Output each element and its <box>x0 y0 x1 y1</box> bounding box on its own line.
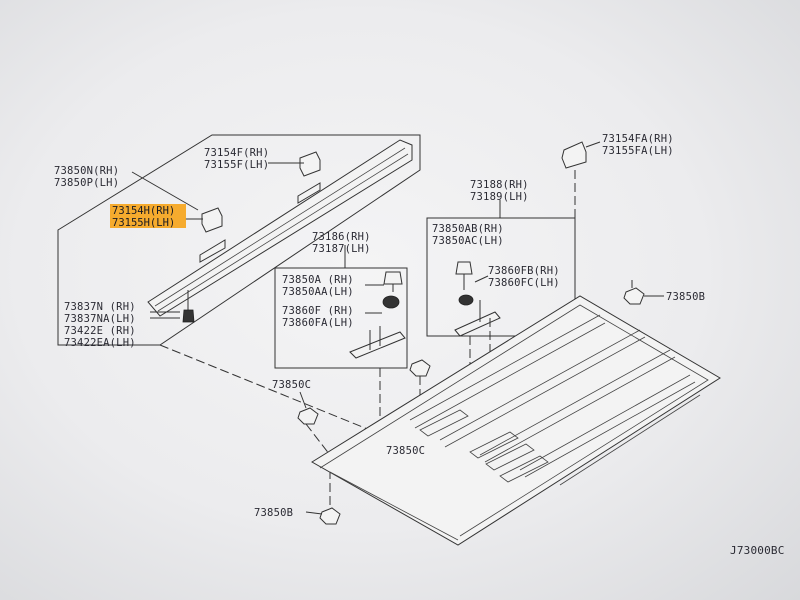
label-73189: 73189(LH) <box>470 191 529 203</box>
label-73187: 73187(LH) <box>312 243 371 255</box>
nut-73850B-right <box>623 287 645 305</box>
label-73850P: 73850P(LH) <box>54 177 119 189</box>
label-73850C-left: 73850C <box>272 379 311 391</box>
label-73422EA: 73422EA(LH) <box>64 337 136 349</box>
roof-panel <box>311 295 721 546</box>
label-73154H: 73154H(RH) <box>112 205 175 217</box>
label-73860F: 73860F (RH) <box>282 305 354 317</box>
label-73837N: 73837N (RH) <box>64 301 136 313</box>
label-73186: 73186(RH) <box>312 231 371 243</box>
diagram-code: J73000BC <box>730 544 785 557</box>
label-73422E: 73422E (RH) <box>64 325 136 337</box>
grommet-73850AB <box>455 261 473 275</box>
nut-73850C-center <box>409 359 431 377</box>
label-73155F: 73155F(LH) <box>204 159 269 171</box>
label-73155H: 73155H(LH) <box>112 217 175 229</box>
label-73850B-right: 73850B <box>666 291 705 303</box>
label-73188: 73188(RH) <box>470 179 529 191</box>
label-73860FC: 73860FC(LH) <box>488 277 560 289</box>
bracket-73186 <box>349 331 406 359</box>
bracket-box-73186 <box>274 267 408 369</box>
rail-clip <box>182 309 195 323</box>
label-73850N: 73850N(RH) <box>54 165 119 177</box>
washer-73860FB <box>458 294 474 306</box>
label-73850C-center: 73850C <box>386 445 425 457</box>
label-73850A: 73850A (RH) <box>282 274 354 286</box>
cap-73154F <box>299 151 321 177</box>
roof-rail <box>147 139 413 317</box>
label-73154FA: 73154FA(RH) <box>602 133 674 145</box>
label-73850AC: 73850AC(LH) <box>432 235 504 247</box>
washer-73860F <box>382 295 400 309</box>
label-73850B-bottom: 73850B <box>254 507 293 519</box>
nut-73850C-left <box>297 407 319 425</box>
label-73850AA: 73850AA(LH) <box>282 286 354 298</box>
label-73837NA: 73837NA(LH) <box>64 313 136 325</box>
label-73850AB: 73850AB(RH) <box>432 223 504 235</box>
cap-73154FA <box>561 141 587 169</box>
label-73155FA: 73155FA(LH) <box>602 145 674 157</box>
rail-assembly-box <box>57 134 421 346</box>
cap-73154H <box>201 207 223 233</box>
label-73860FA: 73860FA(LH) <box>282 317 354 329</box>
bracket-73188 <box>454 311 501 337</box>
label-73154F: 73154F(RH) <box>204 147 269 159</box>
label-73860FB: 73860FB(RH) <box>488 265 560 277</box>
nut-73850B-bottom <box>319 507 341 525</box>
highlight-73154H <box>110 204 186 228</box>
grommet-73850A <box>383 271 403 285</box>
